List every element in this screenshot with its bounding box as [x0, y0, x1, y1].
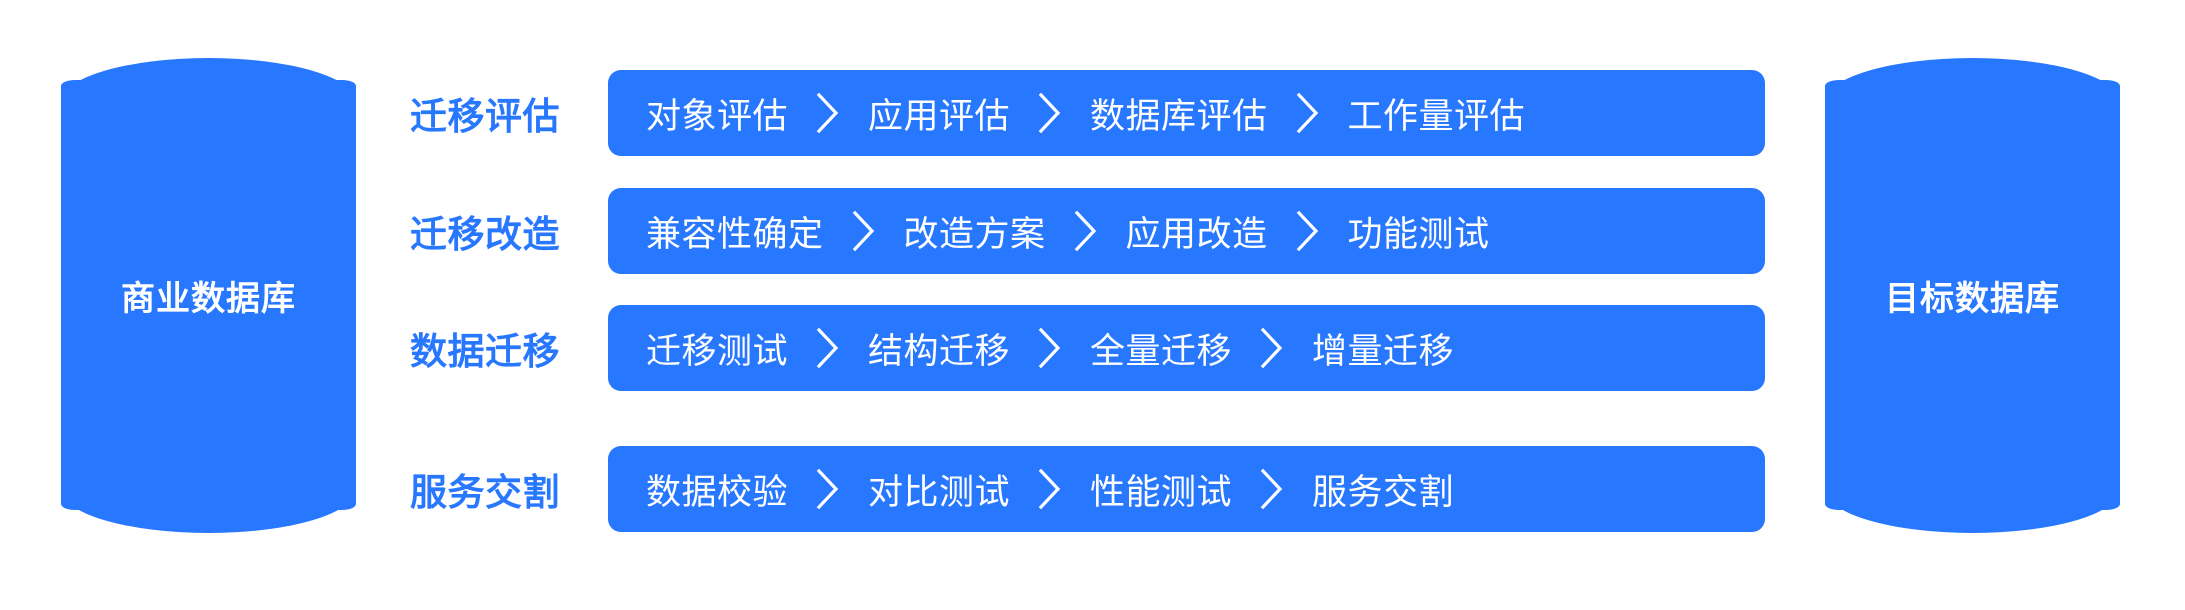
chevron-right-icon [824, 209, 904, 253]
source-database-label: 商业数据库 [121, 280, 296, 318]
chevron-right-icon [1046, 209, 1126, 253]
chevron-right-icon [1010, 91, 1090, 135]
step-item[interactable]: 对比测试 [868, 472, 1011, 512]
chevron-right-icon [788, 326, 868, 370]
target-database-cylinder: 目标数据库 [1825, 58, 2120, 533]
step-item[interactable]: 兼容性确定 [646, 214, 824, 254]
step-item[interactable]: 服务交割 [1312, 472, 1455, 512]
chevron-right-icon [1268, 209, 1348, 253]
phase-steps-bar-3: 迁移测试 结构迁移 全量迁移 增量迁移 [608, 305, 1765, 391]
chevron-right-icon [788, 467, 868, 511]
step-item[interactable]: 对象评估 [646, 96, 789, 136]
phase-row-1: 迁移评估 对象评估 应用评估 数据库评估 工作量评估 [410, 70, 1765, 156]
chevron-right-icon [1010, 467, 1090, 511]
phase-row-4: 服务交割 数据校验 对比测试 性能测试 服务交割 [410, 446, 1765, 532]
chevron-right-icon [1232, 326, 1312, 370]
step-item[interactable]: 工作量评估 [1347, 96, 1526, 136]
cylinder-bottom-ellipse [61, 445, 356, 533]
step-item[interactable]: 数据校验 [646, 472, 789, 512]
step-item[interactable]: 全量迁移 [1090, 331, 1233, 371]
chevron-right-icon [788, 91, 868, 135]
phase-steps-bar-1: 对象评估 应用评估 数据库评估 工作量评估 [608, 70, 1765, 156]
phase-steps-bar-2: 兼容性确定 改造方案 应用改造 功能测试 [608, 188, 1765, 274]
target-database-label: 目标数据库 [1885, 280, 2060, 318]
phase-label-3: 数据迁移 [410, 331, 560, 372]
phase-label-1: 迁移评估 [410, 96, 560, 137]
chevron-right-icon [1010, 326, 1090, 370]
step-item[interactable]: 结构迁移 [868, 331, 1011, 371]
cylinder-bottom-ellipse [1825, 445, 2120, 533]
step-item[interactable]: 功能测试 [1347, 214, 1490, 254]
cylinder-body [1825, 80, 2120, 510]
phase-row-3: 数据迁移 迁移测试 结构迁移 全量迁移 增量迁移 [410, 305, 1765, 391]
source-database-cylinder: 商业数据库 [61, 58, 356, 533]
step-item[interactable]: 数据库评估 [1090, 96, 1268, 136]
step-item[interactable]: 改造方案 [903, 214, 1046, 254]
cylinder-body [61, 80, 356, 510]
chevron-right-icon [1232, 467, 1312, 511]
phase-steps-bar-4: 数据校验 对比测试 性能测试 服务交割 [608, 446, 1765, 532]
step-item[interactable]: 性能测试 [1090, 472, 1233, 512]
phase-label-2: 迁移改造 [410, 214, 560, 255]
cylinder-top-ellipse [1825, 58, 2120, 146]
chevron-right-icon [1268, 91, 1348, 135]
cylinder-top-ellipse [61, 58, 356, 146]
phase-label-4: 服务交割 [410, 472, 560, 513]
step-item[interactable]: 应用评估 [868, 96, 1011, 136]
step-item[interactable]: 增量迁移 [1312, 331, 1455, 371]
step-item[interactable]: 迁移测试 [646, 331, 789, 371]
phase-row-2: 迁移改造 兼容性确定 改造方案 应用改造 功能测试 [410, 188, 1765, 274]
step-item[interactable]: 应用改造 [1125, 214, 1268, 254]
